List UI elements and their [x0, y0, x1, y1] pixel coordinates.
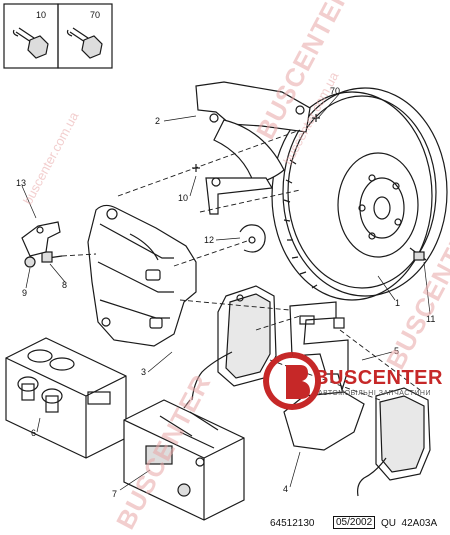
- bracket-13-drawing: [21, 221, 61, 257]
- callout-4: 4: [283, 484, 289, 494]
- brake-disc-drawing: [271, 87, 448, 301]
- wear-sensor-11-drawing: [409, 247, 427, 261]
- bleed-screw-drawing: [24, 251, 63, 268]
- callout-10: 10: [178, 193, 189, 203]
- logo-tagline: АВТОМОБІЛЬНІ ЗАПЧАСТИНИ: [318, 390, 431, 397]
- callout-2: 2: [155, 116, 161, 126]
- caliper-housing-drawing: [87, 204, 197, 347]
- callout-3: 3: [141, 367, 147, 377]
- bolt-70-icon: [66, 27, 103, 59]
- bolt-10-icon: [12, 27, 49, 59]
- kit-ref-70: 70: [90, 10, 101, 20]
- callout-5: 5: [394, 346, 400, 356]
- guide-pin-kit-box-7: [123, 399, 245, 521]
- seal-kit-box-6: [5, 337, 127, 459]
- drawing-date: 05/2002: [333, 516, 376, 529]
- brake-pad-inner-drawing: [183, 285, 277, 409]
- dust-shield-drawing: [195, 81, 311, 215]
- kit-ref-10: 10: [36, 10, 47, 20]
- callout-12: 12: [204, 235, 215, 245]
- callout-8: 8: [62, 280, 68, 290]
- buscenter-logo: BUSCENTER АВТОМОБІЛЬНІ ЗАПЧАСТИНИ: [262, 352, 442, 413]
- callout-6: 6: [31, 428, 37, 438]
- callout-11: 11: [426, 314, 436, 324]
- callout-7: 7: [112, 489, 118, 499]
- drawing-code: 64512130: [270, 518, 315, 529]
- callout-13: 13: [16, 178, 27, 188]
- callout-70: 70: [330, 86, 341, 96]
- logo-mark-icon: [263, 352, 322, 410]
- callout-9: 9: [22, 288, 28, 298]
- callout-1: 1: [395, 298, 401, 308]
- caliper-bracket-drawing: [239, 224, 349, 393]
- drawing-revision: QU 42A03A: [381, 518, 438, 529]
- logo-name: BUSCENTER: [314, 367, 443, 389]
- bolt-box-70: [57, 3, 113, 69]
